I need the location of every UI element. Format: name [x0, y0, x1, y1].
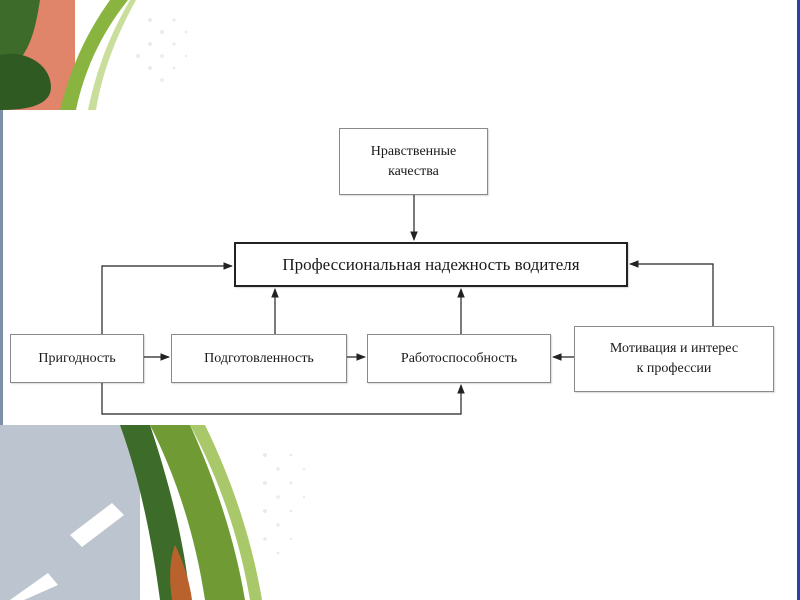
- node-fitness-label: Пригодность: [38, 350, 116, 366]
- light-green-swoosh: [88, 0, 136, 110]
- left-edge-strip: [0, 110, 3, 425]
- dot-pattern: [136, 18, 188, 82]
- decorative-header-image: [0, 0, 800, 110]
- green-swoosh: [60, 0, 128, 110]
- node-preparedness-label: Подготовленность: [204, 350, 314, 366]
- node-preparedness: Подготовленность: [171, 334, 347, 383]
- road-marking: [70, 503, 124, 547]
- edge-fitness-to-workability: [101, 383, 465, 415]
- road-marking: [10, 573, 58, 600]
- node-motivation: Мотивация и интерес к профессии: [574, 326, 774, 392]
- decorative-footer-graphic: [0, 425, 306, 600]
- node-fitness: Пригодность: [10, 334, 144, 383]
- node-professional-reliability-label: Профессиональная надежность водителя: [282, 254, 580, 274]
- node-professional-reliability: Профессиональная надежность водителя: [234, 242, 628, 287]
- edge-motivation-to-reliability: [629, 260, 714, 326]
- decorative-header-graphic: [0, 0, 188, 110]
- decorative-footer-image: [0, 425, 800, 600]
- green-swoosh: [150, 425, 245, 600]
- right-edge-strip: [797, 0, 800, 600]
- node-workability: Работоспособность: [367, 334, 551, 383]
- light-green-swoosh: [190, 425, 262, 600]
- node-moral-qualities-label: Нравственные качества: [370, 143, 457, 179]
- dot-pattern: [263, 453, 306, 555]
- node-motivation-label: Мотивация и интерес к профессии: [609, 341, 739, 376]
- orange-accent: [170, 545, 192, 600]
- tree-foliage-bottom: [0, 53, 51, 110]
- node-workability-label: Работоспособность: [400, 350, 518, 366]
- edge-fitness-to-reliability: [101, 262, 233, 334]
- node-moral-qualities: Нравственные качества: [339, 128, 488, 195]
